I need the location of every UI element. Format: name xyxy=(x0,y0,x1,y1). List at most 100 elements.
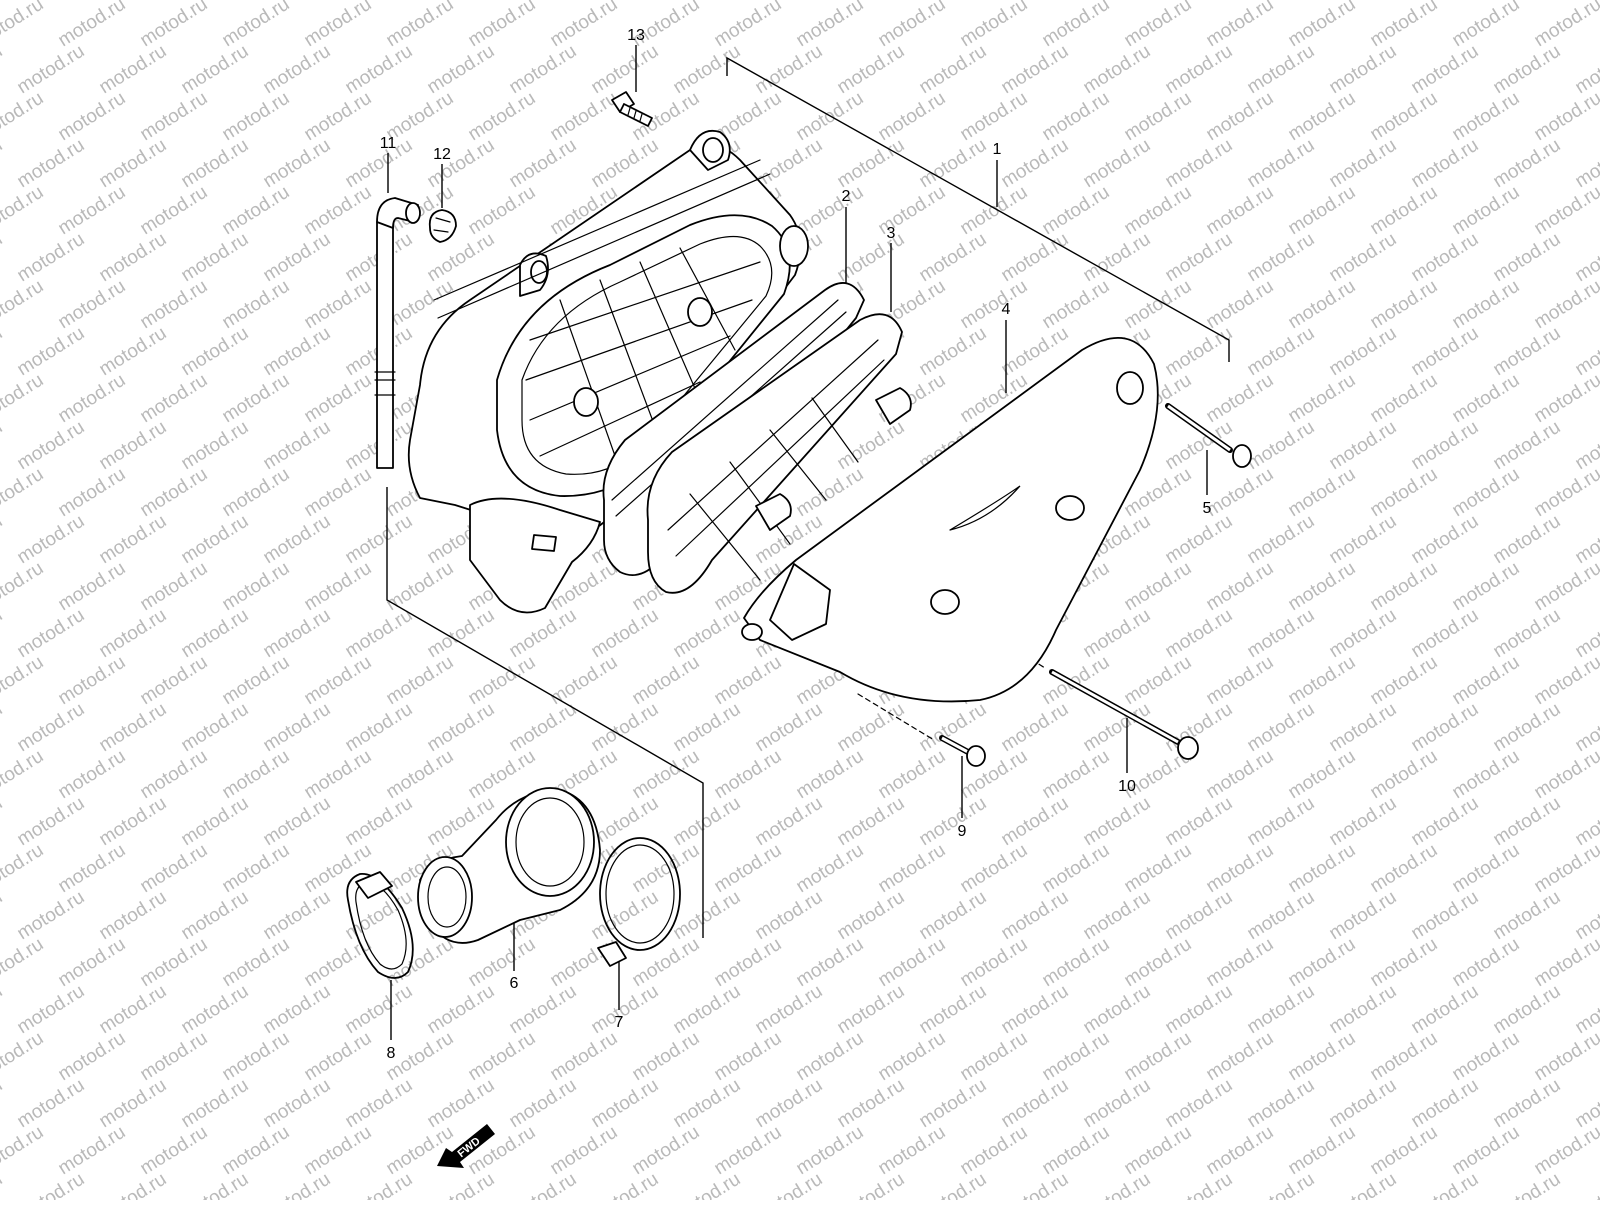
watermark-text: motod.ru xyxy=(957,840,1032,898)
watermark-text: motod.ru xyxy=(547,88,622,146)
watermark-text: motod.ru xyxy=(0,605,6,663)
watermark-text: motod.ru xyxy=(1531,1122,1600,1180)
watermark-text: motod.ru xyxy=(1285,1028,1360,1086)
watermark-text: motod.ru xyxy=(1121,276,1196,334)
screw-10-part xyxy=(1049,669,1199,760)
watermark-text: motod.ru xyxy=(178,1075,253,1133)
watermark-text: motod.ru xyxy=(219,840,294,898)
watermark-text: motod.ru xyxy=(1326,323,1401,381)
watermark-text: motod.ru xyxy=(1367,1122,1442,1180)
watermark-text: motod.ru xyxy=(1121,0,1196,51)
watermark-text: motod.ru xyxy=(1285,370,1360,428)
watermark-text: motod.ru xyxy=(424,135,499,193)
watermark-text: motod.ru xyxy=(301,558,376,616)
watermark-text: motod.ru xyxy=(1572,511,1600,569)
watermark-text: motod.ru xyxy=(1162,981,1237,1039)
watermark-text: motod.ru xyxy=(998,41,1073,99)
watermark-text: motod.ru xyxy=(1531,934,1600,992)
watermark-text: motod.ru xyxy=(1490,605,1565,663)
watermark-text: motod.ru xyxy=(834,1169,909,1200)
watermark-text: motod.ru xyxy=(1203,558,1278,616)
watermark-text: motod.ru xyxy=(1203,88,1278,146)
watermark-text: motod.ru xyxy=(1244,41,1319,99)
watermark-text: motod.ru xyxy=(1244,793,1319,851)
watermark-text: motod.ru xyxy=(629,746,704,804)
watermark-text: motod.ru xyxy=(1408,1075,1483,1133)
watermark-text: motod.ru xyxy=(1162,1075,1237,1133)
watermark-text: motod.ru xyxy=(875,1028,950,1086)
watermark-text: motod.ru xyxy=(424,1075,499,1133)
watermark-text: motod.ru xyxy=(875,746,950,804)
watermark-text: motod.ru xyxy=(1490,793,1565,851)
watermark-text: motod.ru xyxy=(96,793,171,851)
watermark-text: motod.ru xyxy=(1490,981,1565,1039)
watermark-text: motod.ru xyxy=(0,746,47,804)
watermark-text: motod.ru xyxy=(1326,605,1401,663)
watermark-text: motod.ru xyxy=(0,558,47,616)
watermark-text: motod.ru xyxy=(424,605,499,663)
watermark-text: motod.ru xyxy=(1408,605,1483,663)
watermark-text: motod.ru xyxy=(1162,887,1237,945)
watermark-text: motod.ru xyxy=(957,276,1032,334)
watermark-text: motod.ru xyxy=(1408,417,1483,475)
watermark-text: motod.ru xyxy=(424,41,499,99)
watermark-text: motod.ru xyxy=(383,934,458,992)
watermark-text: motod.ru xyxy=(14,511,89,569)
watermark-text: motod.ru xyxy=(998,1169,1073,1200)
watermark-text: motod.ru xyxy=(957,0,1032,51)
watermark-text: motod.ru xyxy=(1285,840,1360,898)
watermark-text: motod.ru xyxy=(1244,229,1319,287)
watermark-text: motod.ru xyxy=(96,229,171,287)
watermark-text: motod.ru xyxy=(875,0,950,51)
watermark-text: motod.ru xyxy=(1449,370,1524,428)
watermark-text: motod.ru xyxy=(137,840,212,898)
watermark-text: motod.ru xyxy=(1449,652,1524,710)
watermark-text: motod.ru xyxy=(137,464,212,522)
watermark-text: motod.ru xyxy=(342,699,417,757)
watermark-text: motod.ru xyxy=(998,1075,1073,1133)
watermark-text: motod.ru xyxy=(96,1169,171,1200)
watermark-text: motod.ru xyxy=(0,1075,6,1133)
watermark-text: motod.ru xyxy=(1039,934,1114,992)
watermark-text: motod.ru xyxy=(219,934,294,992)
watermark-text: motod.ru xyxy=(1490,699,1565,757)
watermark-text: motod.ru xyxy=(752,887,827,945)
watermark-text: motod.ru xyxy=(1285,88,1360,146)
watermark-text: motod.ru xyxy=(1285,276,1360,334)
watermark-text: motod.ru xyxy=(1531,370,1600,428)
watermark-text: motod.ru xyxy=(752,41,827,99)
watermark-text: motod.ru xyxy=(998,981,1073,1039)
part-number-8: 8 xyxy=(387,1045,396,1062)
watermark-text: motod.ru xyxy=(1080,605,1155,663)
watermark-text: motod.ru xyxy=(55,652,130,710)
watermark-text: motod.ru xyxy=(0,0,6,4)
watermark-text: motod.ru xyxy=(219,276,294,334)
watermark-text: motod.ru xyxy=(998,887,1073,945)
watermark-text: motod.ru xyxy=(219,746,294,804)
part-number-4: 4 xyxy=(1002,301,1011,318)
watermark-text: motod.ru xyxy=(1203,464,1278,522)
watermark-text: motod.ru xyxy=(793,840,868,898)
watermark-text: motod.ru xyxy=(137,1122,212,1180)
watermark-text: motod.ru xyxy=(14,229,89,287)
watermark-text: motod.ru xyxy=(1490,229,1565,287)
watermark-text: motod.ru xyxy=(219,370,294,428)
watermark-text: motod.ru xyxy=(55,464,130,522)
watermark-text: motod.ru xyxy=(0,41,6,99)
watermark-text: motod.ru xyxy=(834,417,909,475)
watermark-text: motod.ru xyxy=(260,511,335,569)
watermark-text: motod.ru xyxy=(14,323,89,381)
watermark-text: motod.ru xyxy=(1326,699,1401,757)
watermark-text: motod.ru xyxy=(1162,229,1237,287)
watermark-text: motod.ru xyxy=(383,652,458,710)
watermark-text: motod.ru xyxy=(1285,558,1360,616)
watermark-text: motod.ru xyxy=(1162,135,1237,193)
watermark-text: motod.ru xyxy=(1572,323,1600,381)
watermark-text: motod.ru xyxy=(1531,746,1600,804)
watermark-text: motod.ru xyxy=(1490,417,1565,475)
watermark-text: motod.ru xyxy=(752,793,827,851)
watermark-text: motod.ru xyxy=(1244,323,1319,381)
watermark-text: motod.ru xyxy=(547,1122,622,1180)
watermark-text: motod.ru xyxy=(1490,511,1565,569)
